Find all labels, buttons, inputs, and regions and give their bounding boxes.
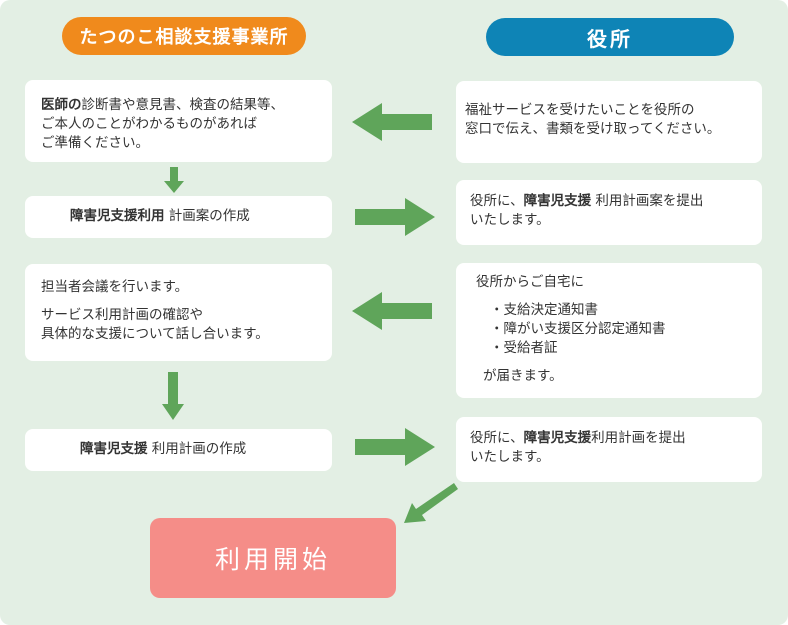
document-item: ・受給者証 (490, 340, 558, 356)
step-plan-final: 障害児支援 利用計画の作成 (25, 429, 332, 471)
step-doctor-documents-text-2: ご本人のことがわかるものがあれば (41, 116, 257, 132)
step-submit-plan-draft-pre: 役所に、 (470, 193, 524, 209)
step-office-window-text-1: 福祉サービスを受けたいことを役所の (465, 102, 695, 118)
step-plan-final-text: 利用計画の作成 (151, 441, 247, 457)
agency-header: たつのこ相談支援事業所 (62, 17, 306, 55)
step-home-delivery: 役所からご自宅に ・支給決定通知書 ・障がい支援区分認定通知書 ・受給者証 が届… (456, 263, 762, 398)
arrow-right-icon (355, 428, 435, 466)
step-submit-plan-pre: 役所に、 (470, 430, 524, 446)
step-office-window: 福祉サービスを受けたいことを役所の 窓口で伝え、書類を受け取ってください。 (456, 81, 762, 163)
document-item: ・障がい支援区分認定通知書 (490, 321, 666, 337)
step-submit-plan-rest: 利用計画を提出 (591, 430, 686, 446)
arrow-left-icon (352, 292, 432, 330)
step-doctor-documents-text-1: 診断書や意見書、検査の結果等、 (81, 97, 285, 113)
step-plan-draft-text: 計画案の作成 (168, 208, 250, 224)
step-submit-plan-draft-emphasis: 障害児支援 (523, 193, 592, 209)
step-staff-meeting-text-3: 具体的な支援について話し合います。 (41, 326, 269, 342)
step-home-delivery-outro: が届きます。 (483, 368, 563, 384)
document-item: ・支給決定通知書 (490, 302, 598, 318)
step-staff-meeting: 担当者会議を行います。 サービス利用計画の確認や 具体的な支援について話し合いま… (25, 264, 332, 361)
arrow-down-icon (164, 167, 184, 193)
step-submit-plan-draft-text-2: いたします。 (470, 212, 550, 228)
step-submit-plan: 役所に、障害児支援利用計画を提出 いたします。 (456, 417, 762, 482)
step-home-delivery-intro: 役所からご自宅に (476, 274, 584, 290)
arrow-right-icon (355, 198, 435, 236)
step-submit-plan-draft-rest: 利用計画案を提出 (595, 193, 704, 209)
step-staff-meeting-text-1: 担当者会議を行います。 (41, 279, 189, 295)
arrow-down-left-icon (404, 483, 458, 523)
step-doctor-documents-text-3: ご準備ください。 (41, 135, 149, 151)
step-doctor-documents-emphasis: 医師の (41, 97, 82, 113)
step-submit-plan-emphasis: 障害児支援 (523, 430, 592, 446)
arrow-down-icon (162, 372, 184, 420)
step-office-window-text-2: 窓口で伝え、書類を受け取ってください。 (465, 121, 721, 137)
step-doctor-documents: 医師の診断書や意見書、検査の結果等、 ご本人のことがわかるものがあれば ご準備く… (25, 80, 332, 162)
office-header: 役所 (486, 18, 734, 56)
step-plan-draft: 障害児支援利用 計画案の作成 (25, 196, 332, 238)
step-submit-plan-draft: 役所に、障害児支援 利用計画案を提出 いたします。 (456, 180, 762, 245)
step-plan-final-emphasis: 障害児支援 (80, 441, 148, 457)
arrow-left-icon (352, 103, 432, 141)
step-staff-meeting-text-2: サービス利用計画の確認や (41, 307, 203, 323)
step-plan-draft-emphasis: 障害児支援利用 (70, 208, 165, 224)
service-start-box: 利用開始 (150, 518, 396, 598)
step-submit-plan-text-2: いたします。 (470, 449, 550, 465)
